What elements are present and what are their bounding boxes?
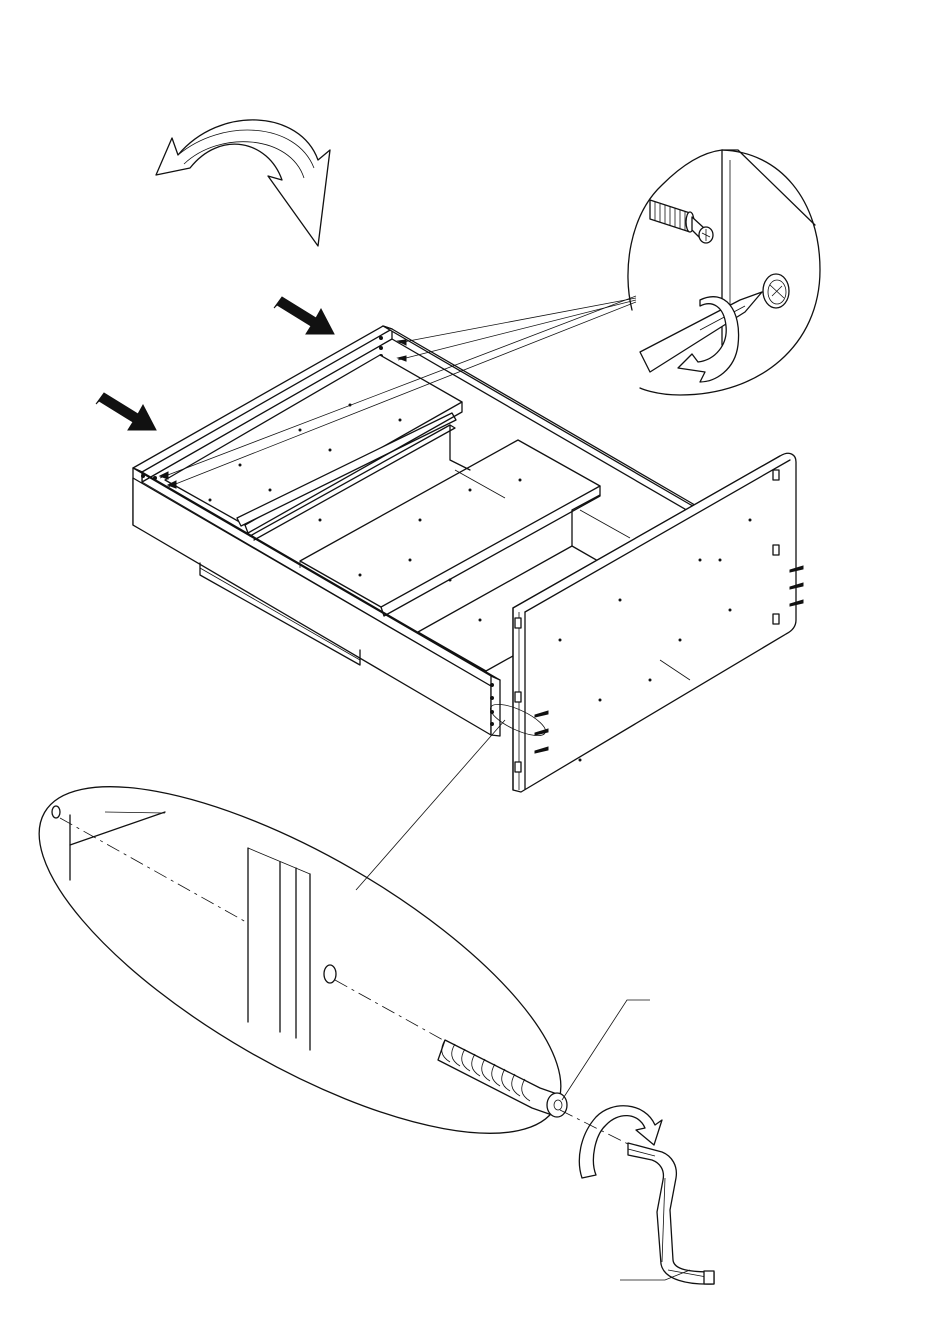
push-arrow-lower-icon [96,393,156,430]
detail-circle-dowel [628,150,820,395]
cam-bolt-icon [438,1040,567,1117]
hex-key-icon [628,1143,714,1284]
zoom-detail-bolt [0,722,650,1199]
flip-rotate-arrow-icon [156,120,330,246]
screwdriver-icon [640,292,762,382]
dowel-icon [650,200,713,243]
push-arrow-upper-icon [274,297,334,334]
cam-lock-icon [763,274,789,308]
rotate-clockwise-icon [579,1106,662,1178]
hex-key-assembly [560,1106,714,1284]
